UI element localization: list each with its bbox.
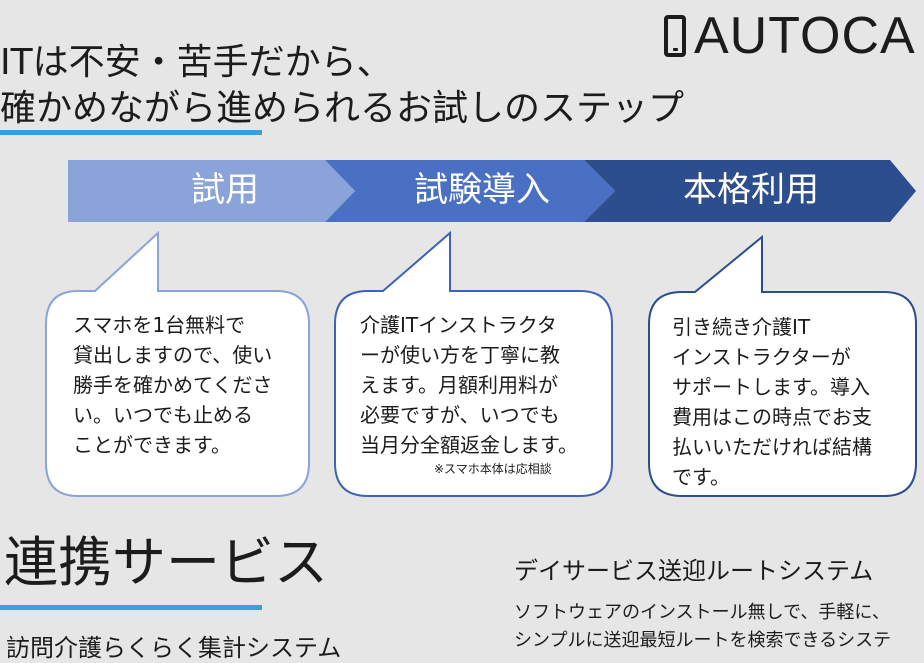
bubble-1-line: ことができます。 xyxy=(73,433,231,457)
bubble-2-note: ※スマホ本体は応相談 xyxy=(434,462,552,476)
bubble-1-line: スマホを1台無料で xyxy=(73,313,246,337)
step-label-pilot: 試験導入 xyxy=(414,170,550,210)
bubble-1-line: 貸出しますので、使い xyxy=(73,343,273,367)
service-title-visit-care: 訪問介護らくらく集計システム xyxy=(6,634,342,662)
bubble-2-line: 介護ITインストラクタ xyxy=(360,313,557,337)
logo-text: AUTOCA xyxy=(694,7,916,65)
service-desc-line: シンプルに送迎最短ルートを検索できるシステ xyxy=(514,630,892,651)
bubble-3-line: 引き続き介護IT xyxy=(672,315,811,339)
bubble-2-line: 当月分全額返金します。 xyxy=(360,433,578,457)
bubble-1-text: スマホを1台無料で 貸出しますので、使い 勝手を確かめてくださ い。いつでも止め… xyxy=(73,310,272,460)
headline: ITは不安・苦手だから、 確かめながら進められるお試しのステップ xyxy=(0,40,684,132)
bubble-1-line: い。いつでも止める xyxy=(73,403,253,427)
step-label-trial: 試用 xyxy=(191,170,259,210)
section-title: 連携サービス xyxy=(4,531,328,594)
headline-line-1: ITは不安・苦手だから、 xyxy=(0,42,393,83)
headline-line-2: 確かめながら進められるお試しのステップ xyxy=(0,88,685,129)
bubble-3-line: です。 xyxy=(672,465,730,489)
bubble-3-line: 費用はこの時点でお支 xyxy=(672,405,872,429)
bubble-2-line: 必要ですが、いつでも xyxy=(360,403,560,427)
service-title-day-service: デイサービス送迎ルートシステム xyxy=(514,557,874,585)
bubble-3-line: インストラクターが xyxy=(672,345,851,369)
logo: AUTOCA xyxy=(664,8,916,64)
bubble-1-line: 勝手を確かめてくださ xyxy=(73,373,273,397)
service-desc-line: ソフトウェアのインストール無しで、手軽に、 xyxy=(514,602,890,623)
bubble-3-text: 引き続き介護IT インストラクターが サポートします。導入 費用はこの時点でお支… xyxy=(672,312,872,492)
bubble-3-line: サポートします。導入 xyxy=(672,375,870,399)
bubble-2-text: 介護ITインストラクタ ーが使い方を丁寧に教 えます。月額利用料が 必要ですが、… xyxy=(360,310,578,460)
bubble-2-line: えます。月額利用料が xyxy=(360,373,558,397)
headline-underline xyxy=(0,130,262,135)
bubble-2-line: ーが使い方を丁寧に教 xyxy=(360,343,560,367)
section-underline xyxy=(0,605,262,610)
service-desc-day-service: ソフトウェアのインストール無しで、手軽に、 シンプルに送迎最短ルートを検索できる… xyxy=(514,599,891,655)
phone-icon xyxy=(664,15,686,57)
step-label-production: 本格利用 xyxy=(683,170,819,210)
bubble-3-line: 払いいただければ結構 xyxy=(672,435,872,459)
